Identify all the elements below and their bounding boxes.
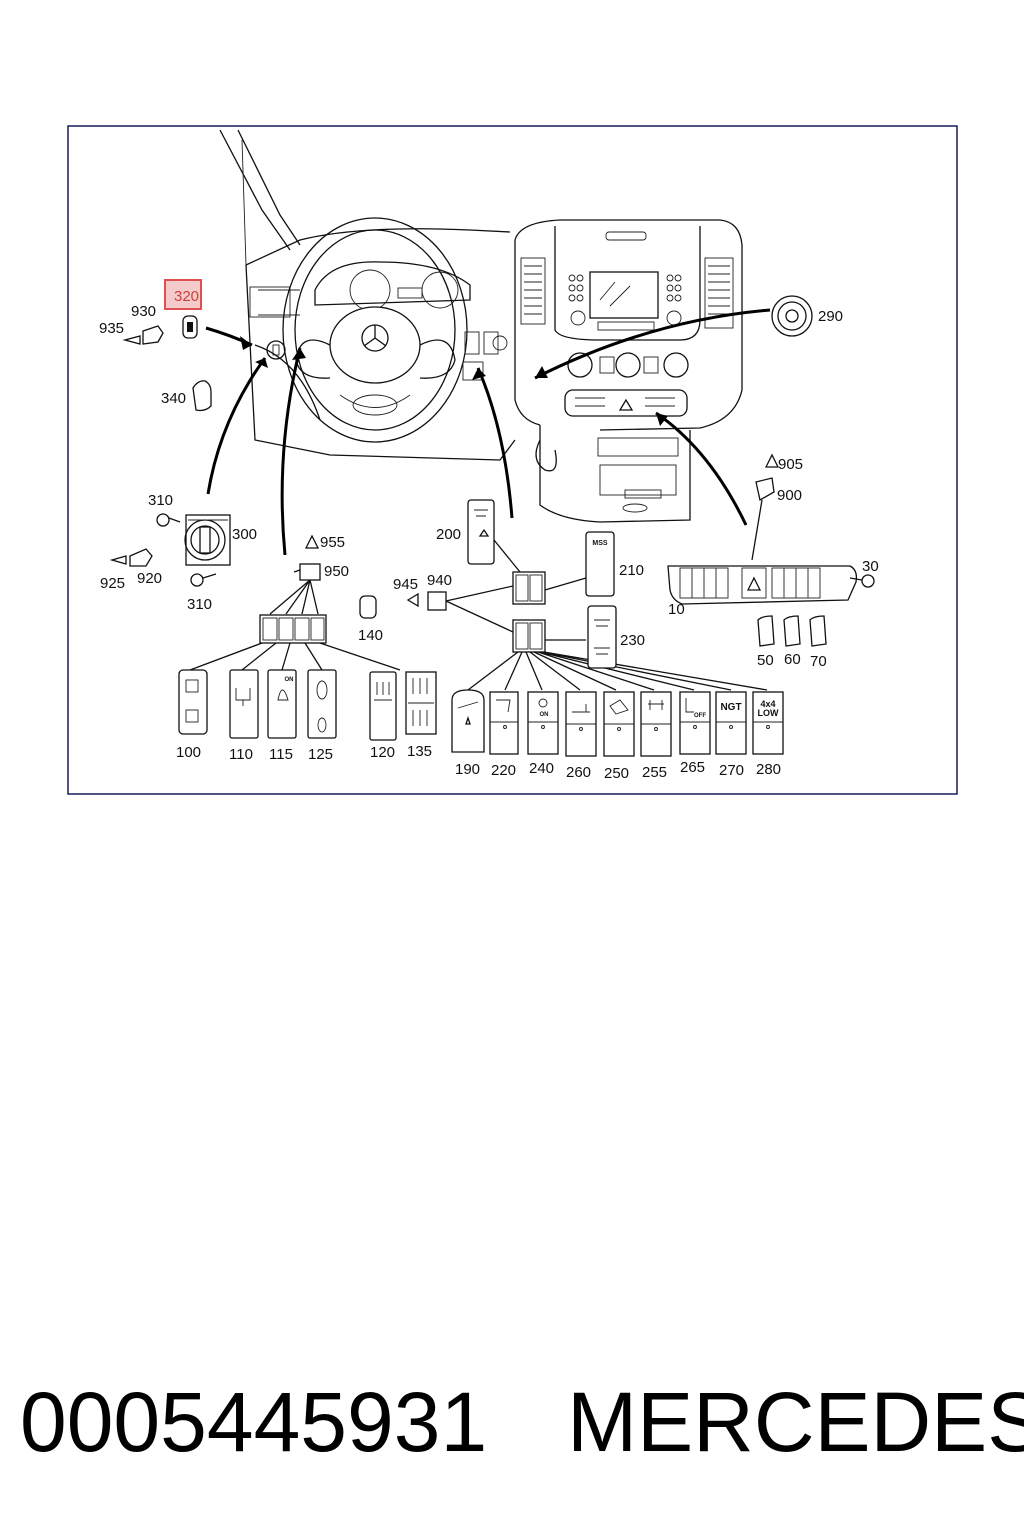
label-120: 120 <box>370 744 395 761</box>
switch-text-4x4: 4x4 <box>760 699 775 709</box>
label-290: 290 <box>818 308 843 325</box>
label-930: 930 <box>131 303 156 320</box>
label-280: 280 <box>756 761 781 778</box>
part-labels: 320 930 935 340 310 300 925 920 310 955 … <box>99 288 879 782</box>
label-950: 950 <box>324 563 349 580</box>
part-10-switch-panel <box>667 565 875 605</box>
part-300-light-switch <box>109 513 231 587</box>
label-340: 340 <box>161 390 186 407</box>
part-230-switch <box>587 605 617 669</box>
part-950-connector <box>293 534 321 581</box>
label-210: 210 <box>619 562 644 579</box>
label-115: 115 <box>269 746 293 763</box>
label-945: 945 <box>393 576 418 593</box>
diagram-frame <box>67 125 958 795</box>
label-265: 265 <box>680 759 705 776</box>
label-935: 935 <box>99 320 124 337</box>
switch-text-on-115: ON <box>285 677 294 683</box>
label-135: 135 <box>407 743 432 760</box>
label-310-top: 310 <box>148 492 173 509</box>
label-30: 30 <box>862 558 879 575</box>
label-270: 270 <box>719 762 744 779</box>
label-100: 100 <box>176 744 201 761</box>
part-340-cap <box>192 380 212 412</box>
label-955: 955 <box>320 534 345 551</box>
switch-text-mss: MSS <box>592 540 608 547</box>
part-930-clip <box>122 315 198 345</box>
label-905: 905 <box>778 456 803 473</box>
label-60: 60 <box>784 651 801 668</box>
label-255: 255 <box>642 764 667 781</box>
switch-text-low: LOW <box>758 708 779 718</box>
label-310-bottom: 310 <box>187 596 212 613</box>
label-140: 140 <box>358 627 383 644</box>
label-320: 320 <box>174 288 199 305</box>
label-920: 920 <box>137 570 162 587</box>
part-940-connector <box>406 585 514 633</box>
part-210-switch <box>544 531 615 597</box>
switch-frame-4 <box>189 579 401 671</box>
switch-text-ngt: NGT <box>720 702 741 713</box>
label-190: 190 <box>455 761 480 778</box>
label-925: 925 <box>100 575 125 592</box>
label-300: 300 <box>232 526 257 543</box>
parts-50-60-70-caps <box>757 615 827 647</box>
label-50: 50 <box>757 652 774 669</box>
part-number: 0005445931 <box>20 1375 488 1469</box>
label-110: 110 <box>229 746 253 763</box>
parts-diagram: MSS NGT 4x4 LOW OFF ON ON 320 930 935 34… <box>67 125 958 795</box>
switch-frame-2a <box>512 571 546 605</box>
label-240: 240 <box>529 760 554 777</box>
switch-buttons-bottom <box>451 689 784 757</box>
label-220: 220 <box>491 762 516 779</box>
brand-name: MERCEDES <box>567 1375 1024 1469</box>
switch-frame-2b <box>467 619 768 691</box>
highlight-box <box>164 279 202 310</box>
label-70: 70 <box>810 653 827 670</box>
part-900-connector <box>751 453 780 561</box>
label-250: 250 <box>604 765 629 782</box>
leader-arrows <box>205 308 771 556</box>
label-940: 940 <box>427 572 452 589</box>
label-900: 900 <box>777 487 802 504</box>
switch-buttons-left <box>178 595 437 741</box>
switch-text-off: OFF <box>694 713 706 719</box>
label-230: 230 <box>620 632 645 649</box>
part-290-knob <box>771 295 813 337</box>
label-260: 260 <box>566 764 591 781</box>
label-125: 125 <box>308 746 333 763</box>
label-200: 200 <box>436 526 461 543</box>
switch-text-on-240: ON <box>540 712 549 718</box>
label-10: 10 <box>668 601 685 618</box>
part-200-switch <box>467 499 521 573</box>
dashboard-illustration <box>219 129 743 523</box>
caption: 0005445931 MERCEDES <box>20 1372 1024 1472</box>
